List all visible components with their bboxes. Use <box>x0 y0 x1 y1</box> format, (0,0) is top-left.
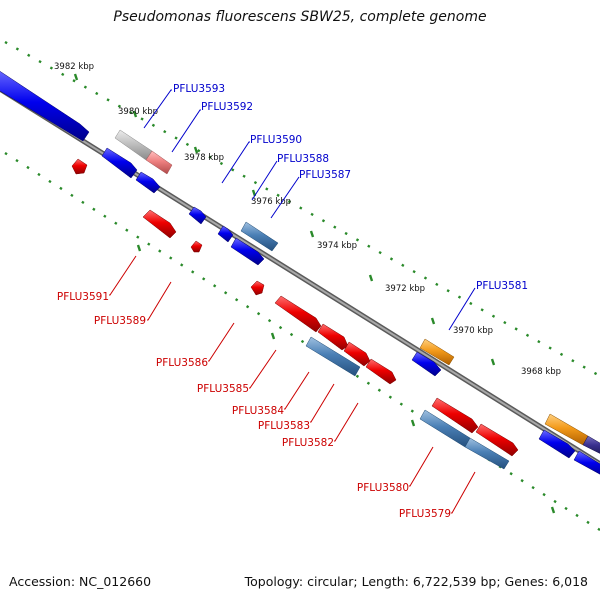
gene-arrow[interactable] <box>145 150 173 175</box>
gene-arrow[interactable] <box>250 280 265 296</box>
gene-label[interactable]: PFLU3585 <box>197 383 249 395</box>
topology-text: Topology: circular; Length: 6,722,539 bp… <box>244 574 588 589</box>
reverse-features <box>71 158 519 470</box>
gene-arrow[interactable] <box>135 171 161 194</box>
gene-arrow[interactable] <box>0 70 90 142</box>
scale-label: 3974 kbp <box>317 241 357 251</box>
gene-arrow[interactable] <box>582 435 600 456</box>
gene-arrow[interactable] <box>305 336 361 377</box>
inner-tick-rail <box>4 151 600 532</box>
gene-arrow[interactable] <box>464 437 510 470</box>
gene-arrow[interactable] <box>538 429 576 459</box>
gene-label[interactable]: PFLU3589 <box>94 315 146 327</box>
reverse-gene-labels: PFLU3591 PFLU3589 PFLU3586 PFLU3585 PFLU… <box>57 291 451 520</box>
gene-label[interactable]: PFLU3579 <box>399 508 451 520</box>
genome-backbone <box>0 86 600 467</box>
reverse-leaders <box>109 255 476 514</box>
gene-arrow[interactable] <box>475 423 519 457</box>
gene-arrow[interactable] <box>573 450 600 477</box>
gene-label[interactable]: PFLU3586 <box>156 357 208 369</box>
scale-label: 3980 kbp <box>118 107 158 117</box>
gene-arrow[interactable] <box>217 225 234 243</box>
accession-text: Accession: NC_012660 <box>9 574 152 589</box>
gene-label[interactable]: PFLU3593 <box>173 83 225 95</box>
gene-arrow[interactable] <box>274 295 322 333</box>
scale-labels: 3982 kbp 3980 kbp 3978 kbp 3976 kbp 3974… <box>54 62 561 377</box>
gene-label[interactable]: PFLU3583 <box>258 420 310 432</box>
gene-arrow[interactable] <box>114 129 153 161</box>
gene-label[interactable]: PFLU3590 <box>250 134 302 146</box>
gene-arrow[interactable] <box>190 240 203 253</box>
gene-arrow[interactable] <box>230 237 265 266</box>
gene-label[interactable]: PFLU3580 <box>357 482 409 494</box>
gene-label[interactable]: PFLU3584 <box>232 405 284 417</box>
gene-label[interactable]: PFLU3591 <box>57 291 109 303</box>
gene-arrow[interactable] <box>431 397 479 434</box>
gene-arrow[interactable] <box>317 323 349 351</box>
scale-label: 3970 kbp <box>453 326 493 336</box>
gene-arrow[interactable] <box>343 341 371 367</box>
gene-arrow[interactable] <box>365 358 397 385</box>
gene-label[interactable]: PFLU3582 <box>282 437 334 449</box>
scale-label: 3976 kbp <box>251 197 291 207</box>
gene-label[interactable]: PFLU3581 <box>476 280 528 292</box>
scale-label: 3982 kbp <box>54 62 94 72</box>
forward-gene-labels: PFLU3593 PFLU3592 PFLU3590 PFLU3588 PFLU… <box>173 83 528 292</box>
map-title: Pseudomonas fluorescens SBW25, complete … <box>113 9 487 25</box>
gene-label[interactable]: PFLU3592 <box>201 101 253 113</box>
scale-label: 3972 kbp <box>385 284 425 294</box>
scale-label: 3968 kbp <box>521 367 561 377</box>
gene-arrow[interactable] <box>188 206 207 225</box>
gene-label[interactable]: PFLU3588 <box>277 153 329 165</box>
gene-arrow[interactable] <box>101 147 138 179</box>
forward-features <box>0 70 600 477</box>
gene-arrow[interactable] <box>419 338 455 366</box>
gene-arrow[interactable] <box>411 351 442 377</box>
gene-arrow[interactable] <box>240 221 279 252</box>
gene-arrow[interactable] <box>71 158 88 175</box>
scale-label: 3978 kbp <box>184 153 224 163</box>
gene-label[interactable]: PFLU3587 <box>299 169 351 181</box>
forward-leaders <box>143 89 476 331</box>
gene-arrow[interactable] <box>142 209 177 239</box>
